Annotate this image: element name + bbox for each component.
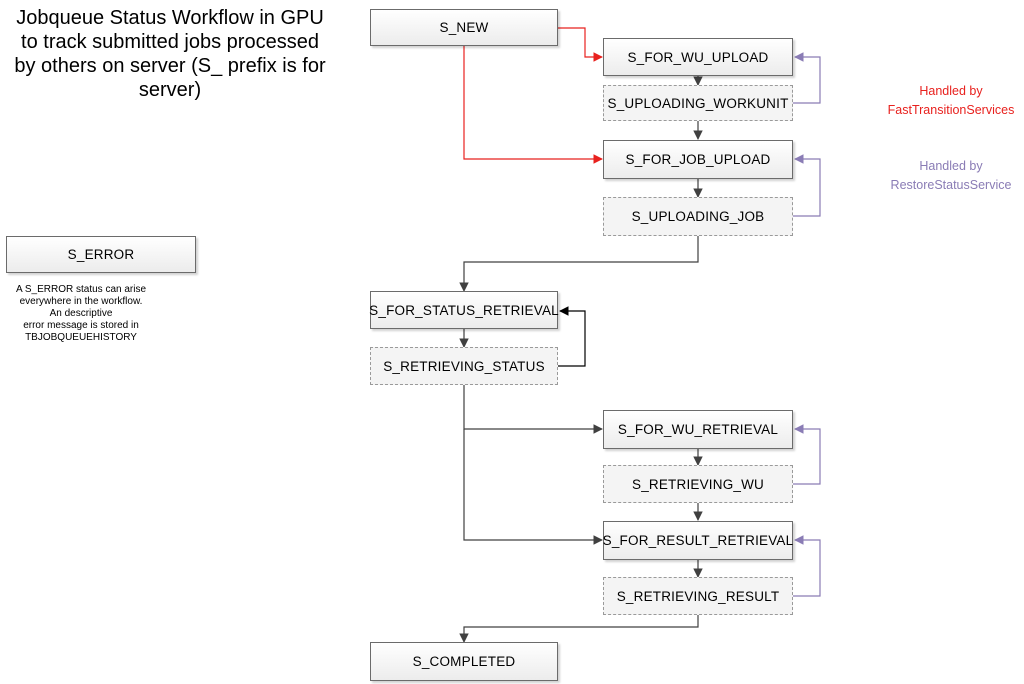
node-s-for-status-retrieval: S_FOR_STATUS_RETRIEVAL [369,291,559,329]
edge-retrieving-wu-restore [793,424,821,485]
node-s-for-wu-upload: S_FOR_WU_UPLOAD [603,38,793,76]
node-s-retrieving-status: S_RETRIEVING_STATUS [370,347,558,385]
node-s-uploading-job: S_UPLOADING_JOB [603,197,793,236]
edge-new-to-for-job-upload [463,46,603,164]
node-s-error: S_ERROR [6,236,196,273]
node-s-completed: S_COMPLETED [370,642,558,681]
node-s-retrieving-result: S_RETRIEVING_RESULT [603,577,793,615]
diagram-title: Jobqueue Status Workflow in GPU to track… [14,7,326,101]
node-s-for-result-retrieval: S_FOR_RESULT_RETRIEVAL [603,521,793,560]
edge-uploading-job-restore [793,154,821,217]
edge-retrieving-result-restore [793,535,821,597]
node-s-for-job-upload: S_FOR_JOB_UPLOAD [603,140,793,179]
edge-retrieving-status-restore [558,306,586,367]
edge-retrieving-status-to-for-result-retrieval [463,429,603,545]
error-note: A S_ERROR status can arise everywhere in… [15,284,147,343]
edge-new-to-for-wu-upload [558,27,603,62]
edge-retrieving-result-to-completed [459,615,699,643]
legend-restore-status: Handled by RestoreStatusService [890,159,1012,192]
legend-fast-transition: Handled by FastTransitionServices [887,84,1015,117]
node-s-retrieving-wu: S_RETRIEVING_WU [603,465,793,503]
edge-uploading-job-to-for-status-retrieval [459,236,699,292]
node-s-uploading-workunit: S_UPLOADING_WORKUNIT [603,85,793,121]
node-s-for-wu-retrieval: S_FOR_WU_RETRIEVAL [603,410,793,449]
edge-retrieving-status-to-for-wu-retrieval [463,385,603,434]
node-s-new: S_NEW [370,9,558,46]
edge-uploading-workunit-restore [793,52,821,104]
